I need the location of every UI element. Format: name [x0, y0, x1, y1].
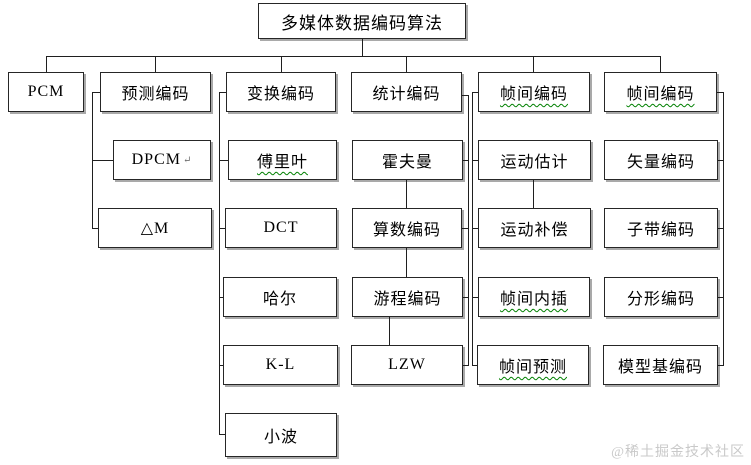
node-fractal-coding: 分形编码	[604, 277, 718, 317]
connector-drop-predictive	[155, 56, 156, 72]
connector-stub-interframe-prediction	[472, 365, 477, 366]
connector-stub-lzw	[463, 365, 469, 366]
node-dct: DCT	[225, 208, 337, 248]
connector-stub-subband-coding	[718, 228, 724, 229]
node-haar-label: 哈尔	[262, 291, 297, 308]
connector-stub-motion-estimation	[472, 160, 478, 161]
connector-stub-motion-compensation	[472, 228, 478, 229]
connector-root-riser	[362, 39, 363, 56]
node-arithmetic-coding: 算数编码	[352, 208, 462, 248]
connector-drop-transform	[281, 56, 282, 72]
node-interframe-prediction-label: 帧间预测	[498, 359, 567, 376]
node-huffman-label: 霍夫曼	[381, 154, 433, 171]
node-kl: K-L	[223, 345, 338, 385]
node-dct-label: DCT	[263, 219, 299, 236]
connector-arithmetic-run-length	[406, 248, 407, 277]
node-wavelet-label: 小波	[263, 429, 298, 446]
node-subband-coding: 子带编码	[604, 208, 718, 248]
node-model-based-coding-label: 模型基编码	[617, 359, 703, 376]
node-interframe-coding-2-label: 帧间编码	[626, 86, 695, 103]
node-subband-coding-label: 子带编码	[626, 222, 695, 239]
connector-stub-dpcm	[92, 160, 113, 161]
node-interframe-interpolation: 帧间内插	[478, 277, 590, 317]
node-root: 多媒体数据编码算法	[258, 3, 466, 39]
connector-stub-interframe-interpolation	[472, 297, 478, 298]
node-motion-compensation-label: 运动补偿	[500, 222, 569, 239]
connector-stub-model-based-coding	[718, 365, 724, 366]
node-motion-estimation: 运动估计	[478, 140, 591, 180]
connector-stub-kl	[219, 365, 223, 366]
node-pcm: PCM	[8, 72, 84, 112]
node-statistical-coding: 统计编码	[351, 72, 462, 112]
connector-stub-fractal-coding	[718, 297, 724, 298]
node-run-length-coding: 游程编码	[352, 277, 463, 317]
connector-run-length-lzw	[389, 317, 390, 345]
node-predictive-coding-label: 预测编码	[121, 86, 190, 103]
connector-stub-vector-coding	[718, 160, 724, 161]
node-delta-m: △M	[98, 208, 212, 248]
node-fourier-label: 傅里叶	[256, 154, 308, 171]
node-delta-m-label: △M	[140, 220, 170, 237]
connector-stub-haar	[219, 297, 223, 298]
connector-stub-statistical	[462, 95, 469, 96]
watermark-text: @稀土掘金技术社区	[611, 445, 745, 460]
connector-rail-transform	[219, 92, 220, 434]
connector-stub-huffman	[463, 160, 469, 161]
node-dpcm: DPCM ↵	[113, 140, 211, 180]
connector-stub-dct	[219, 228, 225, 229]
connector-stub-fourier	[219, 160, 228, 161]
connector-stub-predictive	[92, 92, 100, 93]
node-interframe-coding-1-label: 帧间编码	[499, 86, 568, 103]
node-wavelet: 小波	[225, 413, 337, 457]
connector-drop-interframe-1	[533, 56, 534, 72]
node-huffman: 霍夫曼	[352, 140, 463, 180]
node-interframe-prediction: 帧间预测	[477, 345, 589, 385]
connector-stub-transform	[219, 92, 226, 93]
node-interframe-coding-2: 帧间编码	[604, 72, 717, 112]
node-dpcm-label: DPCM	[131, 151, 181, 168]
node-predictive-coding: 预测编码	[100, 72, 211, 112]
node-transform-coding: 变换编码	[226, 72, 336, 112]
node-run-length-coding-label: 游程编码	[373, 291, 442, 308]
node-statistical-coding-label: 统计编码	[372, 86, 441, 103]
connector-stub-run-length	[463, 297, 469, 298]
connector-stub-interframe-1	[472, 92, 478, 93]
paragraph-return-mark: ↵	[182, 154, 193, 166]
connector-drop-statistical	[406, 56, 407, 72]
node-lzw-label: LZW	[388, 356, 426, 373]
node-model-based-coding: 模型基编码	[603, 345, 718, 385]
connector-estimation-compensation	[533, 180, 534, 208]
node-vector-coding-label: 矢量编码	[626, 154, 695, 171]
node-vector-coding: 矢量编码	[604, 140, 718, 180]
node-motion-estimation-label: 运动估计	[500, 154, 569, 171]
connector-drop-pcm	[46, 56, 47, 72]
node-interframe-coding-1: 帧间编码	[478, 72, 590, 112]
connector-stub-interframe-2	[717, 92, 724, 93]
node-pcm-label: PCM	[27, 83, 65, 100]
node-lzw: LZW	[351, 345, 463, 385]
node-haar: 哈尔	[223, 277, 337, 317]
connector-stub-wavelet	[219, 434, 225, 435]
node-fourier: 傅里叶	[228, 140, 337, 180]
node-motion-compensation: 运动补偿	[478, 208, 591, 248]
connector-huffman-arithmetic	[406, 180, 407, 208]
connector-stub-arithmetic	[462, 228, 469, 229]
connector-drop-interframe-2	[660, 56, 661, 72]
node-fractal-coding-label: 分形编码	[626, 291, 695, 308]
node-interframe-interpolation-label: 帧间内插	[499, 291, 568, 308]
connector-top-bar	[46, 56, 661, 57]
node-root-label: 多媒体数据编码算法	[281, 13, 443, 33]
connector-rail-statistical	[468, 95, 469, 365]
connector-stub-delta-m	[92, 228, 98, 229]
node-kl-label: K-L	[265, 356, 296, 373]
node-arithmetic-coding-label: 算数编码	[372, 222, 441, 239]
node-transform-coding-label: 变换编码	[246, 86, 315, 103]
